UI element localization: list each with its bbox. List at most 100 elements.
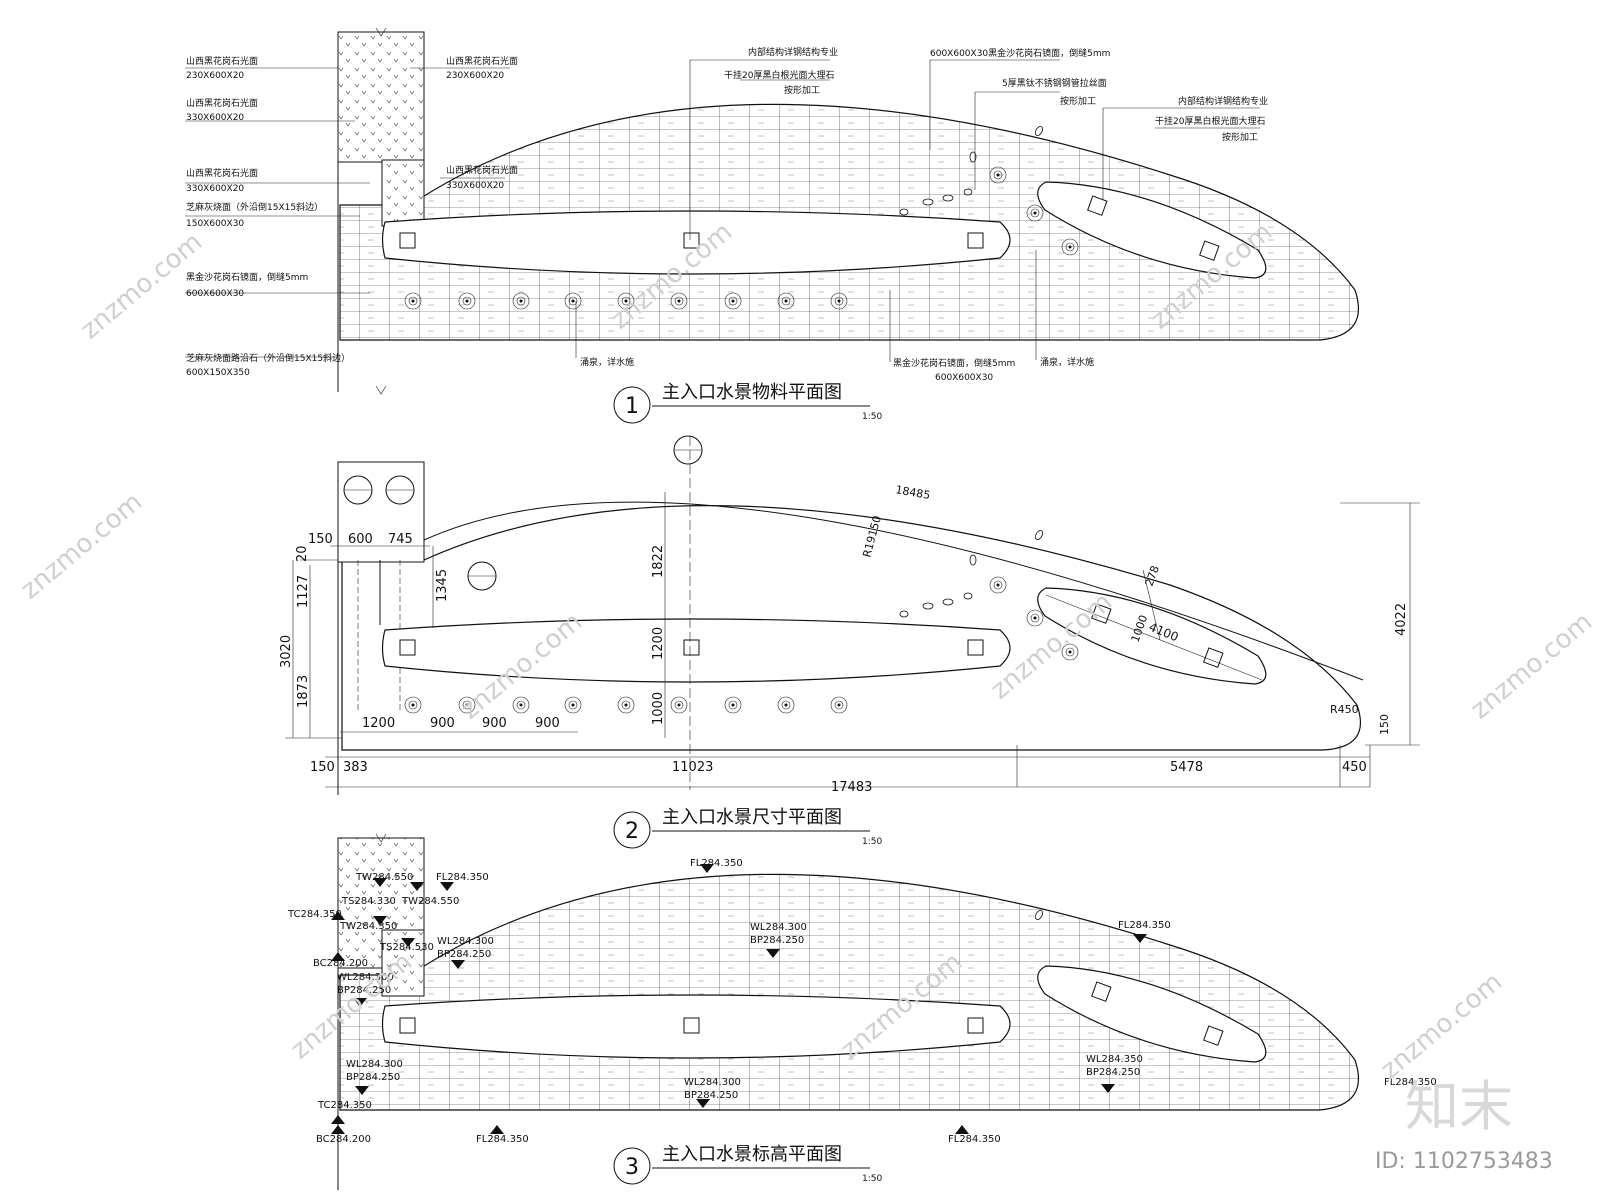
p1-mid-1b: 330X600X20 [446,181,504,191]
p1-bottom-0: 涌泉，详水施 [580,356,634,368]
p1-label-0b: 230X600X20 [186,71,244,81]
dim-5478: 5478 [1170,760,1203,775]
lv-bp5: BP284.250 [684,1090,738,1101]
lv-ts1: TS284.330 [341,896,396,907]
dim-17483: 17483 [831,780,872,795]
plan-3-title: 主入口水景标高平面图 [662,1144,842,1165]
plan-1-island-main [381,210,1011,275]
dim-3020: 3020 [279,635,294,668]
p1-top-4: 5厚黑钛不锈钢钢管拉丝面 [1002,77,1107,89]
dim-1345: 1345 [435,569,450,602]
plan-2-scale: 1:50 [862,837,882,847]
lv-tw2: TW284.550 [401,896,459,907]
lv-fl-b1: FL284.350 [476,1134,529,1145]
dim-arc: 18485 [894,483,931,502]
dim-1200: 1200 [651,627,666,660]
dim-11023: 11023 [672,760,713,775]
plan-3-island-right [1037,965,1267,1063]
watermark-text-10: znzmo.com [1375,967,1508,1085]
lv-tc2: TC284.350 [317,1100,372,1111]
dim-150b: 150 [310,760,335,775]
watermark-text-1: znzmo.com [75,227,208,345]
lv-ts2: TS284.530 [379,942,434,953]
p1-label-2b: 330X600X20 [186,184,244,194]
plan-2-number: 2 [625,819,639,844]
dim-1000: 1000 [651,692,666,725]
dim-745: 745 [388,532,413,547]
dim-900b: 900 [482,716,507,731]
p1-bottom-1: 黑金沙花岗石镜面，倒缝5mm [893,357,1015,369]
watermark-text-4: znzmo.com [15,487,148,605]
watermark-brand: 知末 [1405,1075,1513,1138]
dim-1200b: 1200 [362,716,395,731]
lv-fl-top: FL284.350 [690,858,743,869]
lv-wl2: WL284.300 [337,972,394,983]
lv-bp1: BP284.250 [437,949,491,960]
dim-600: 600 [348,532,373,547]
dim-20: 20 [295,545,310,562]
lv-bp6: BP284.250 [1086,1067,1140,1078]
lv-wl1: WL284.300 [437,936,494,947]
watermark-id: ID: 1102753483 [1375,1149,1553,1174]
p1-bottom-3: 涌泉，详水施 [1040,356,1094,368]
p1-label-0a: 山西黑花岗石光面 [186,55,258,67]
dim-1873: 1873 [296,675,311,708]
plan-1-wall-top [337,31,425,163]
plan-2-island-main [381,618,1011,683]
plan-1-title: 主入口水景物料平面图 [662,382,842,403]
plan-3-elevations: TW284.550 TS284.330 TW284.550 FL284.350 … [287,833,1437,1190]
lv-bc2: BC284.200 [316,1134,371,1145]
p1-label-4b: 600X600X30 [186,289,244,299]
lv-tc1: TC284.350 [287,909,342,920]
p1-mid-1a: 山西黑花岗石光面 [446,164,518,176]
plan-3-scale: 1:50 [862,1174,882,1184]
plan-2-dimensions: 150 600 745 20 1345 1127 3020 1873 1822 … [279,435,1420,849]
lv-fl-r: FL284.350 [1118,920,1171,931]
p1-mid-0b: 230X600X20 [446,71,504,81]
plan-1-scale: 1:50 [862,412,882,422]
lv-fl-b2: FL284.350 [948,1134,1001,1145]
dim-1822: 1822 [651,545,666,578]
plan-3-number: 3 [625,1155,639,1180]
lv-fl-a: FL284.350 [436,872,489,883]
p1-label-3b: 150X600X30 [186,219,244,229]
dim-r2: R450 [1330,703,1359,716]
dim-383: 383 [343,760,368,775]
p1-top-2: 按形加工 [784,84,820,96]
dim-150c: 150 [1378,714,1391,735]
plan-1-stepping-stones [899,126,1044,216]
plan-2-title: 主入口水景尺寸平面图 [662,807,842,828]
lv-fl-end: FL284.350 [1384,1077,1437,1088]
dim-450: 450 [1342,760,1367,775]
p1-top-8: 按形加工 [1222,131,1258,143]
watermark-text-7: znzmo.com [1465,607,1598,725]
dim-900c: 900 [535,716,560,731]
lv-bc1: BC284.200 [313,958,368,969]
p1-label-2a: 山西黑花岗石光面 [186,167,258,179]
p1-mid-0a: 山西黑花岗石光面 [446,55,518,67]
p1-label-3a: 芝麻灰烧面（外沿倒15X15斜边） [186,201,323,213]
p1-top-7: 干挂20厚黑白根光面大理石 [1155,115,1265,127]
lv-wl5: WL284.300 [684,1077,741,1088]
plan-1-island-right [1037,181,1267,279]
p1-top-3: 600X600X30黑金沙花岗石镜面，倒缝5mm [930,47,1110,59]
p1-top-0: 内部结构详钢结构专业 [748,46,838,58]
plan-1-material: 山西黑花岗石光面 230X600X20 山西黑花岗石光面 330X600X20 … [185,27,1359,424]
dim-150a: 150 [308,532,333,547]
plan-1-number: 1 [625,394,639,419]
p1-label-5b: 600X150X350 [186,368,250,378]
section-markers [343,435,703,790]
p1-label-4a: 黑金沙花岗石镜面，倒缝5mm [186,271,308,283]
p1-label-1a: 山西黑花岗石光面 [186,97,258,109]
plan-1-wall-step [381,159,425,227]
p1-top-1: 干挂20厚黑白根光面大理石 [724,69,834,81]
p1-top-6: 内部结构详钢结构专业 [1178,95,1268,107]
lv-wl4: WL284.300 [346,1059,403,1070]
dim-900a: 900 [430,716,455,731]
dim-1127: 1127 [296,575,311,608]
lv-bp2: BP284.250 [337,985,391,996]
lv-bp3: BP284.250 [750,935,804,946]
plan-2-island-right [1037,587,1267,685]
plan-3-title-block: 3 主入口水景标高平面图 1:50 [613,1144,882,1185]
